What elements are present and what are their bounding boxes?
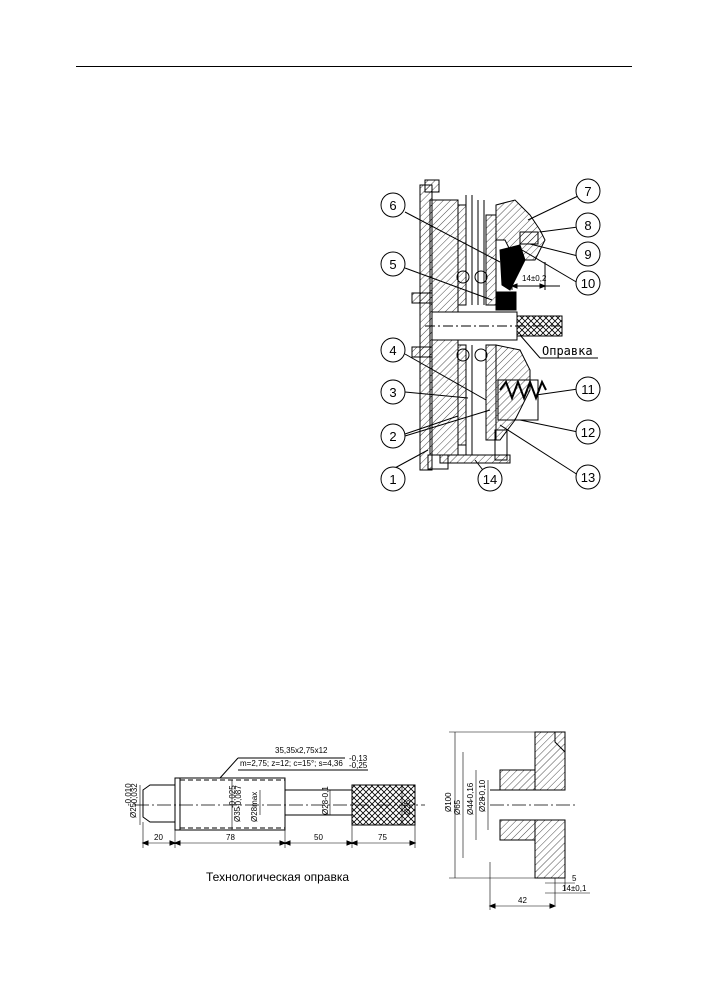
callout-5: 5 — [380, 251, 406, 277]
svg-text:12: 12 — [581, 425, 595, 440]
callout-9: 9 — [575, 241, 601, 267]
callout-1: 1 — [380, 466, 406, 492]
svg-text:-0,010: -0,010 — [124, 783, 133, 806]
callout-7: 7 — [575, 178, 601, 204]
svg-text:10: 10 — [581, 276, 595, 291]
d-65: Ø65 — [453, 799, 462, 815]
spline-tol-upper: -0,13 — [349, 754, 368, 763]
svg-text:-0,1: -0,1 — [321, 786, 330, 800]
d-mid: Ø28 — [321, 799, 330, 815]
len-78: 78 — [226, 833, 235, 842]
header-rule — [76, 66, 632, 67]
callout-8: 8 — [575, 212, 601, 238]
dim-42: 42 — [518, 896, 527, 905]
d-max: Ø28max — [250, 792, 259, 822]
svg-text:6: 6 — [389, 198, 396, 213]
svg-text:-0,032: -0,032 — [130, 783, 139, 806]
dim-14: 14±0,1 — [562, 884, 587, 893]
d-spline: Ø35 — [233, 806, 242, 822]
svg-text:5: 5 — [389, 257, 396, 272]
svg-text:-0,025: -0,025 — [228, 785, 237, 808]
callout-14: 14 — [477, 466, 503, 492]
svg-text:13: 13 — [581, 470, 595, 485]
mandrel-label: Оправка — [542, 344, 593, 358]
d-left: Ø25 — [129, 802, 138, 818]
svg-text:8: 8 — [584, 218, 591, 233]
svg-text:-0,087: -0,087 — [234, 785, 243, 808]
callout-4: 4 — [380, 337, 406, 363]
figure-caption: Технологическая оправка — [206, 870, 350, 884]
callout-13: 13 — [575, 464, 601, 490]
callout-6: 6 — [380, 192, 406, 218]
callout-10: 10 — [575, 270, 601, 296]
len-75: 75 — [378, 833, 387, 842]
spline-spec-line2: m=2,75; z=12; c=15°; s=4,36 — [240, 759, 343, 768]
svg-text:14: 14 — [483, 472, 497, 487]
spline-spec-line1: 35,35x2,75x12 — [275, 746, 328, 755]
callout-2: 2 — [380, 423, 406, 449]
callout-11: 11 — [575, 376, 601, 402]
d-right: Ø25 — [403, 799, 412, 815]
len-20: 20 — [154, 833, 163, 842]
svg-text:9: 9 — [584, 247, 591, 262]
spline-tol-lower: -0,25 — [349, 761, 368, 770]
svg-text:7: 7 — [584, 184, 591, 199]
callout-12: 12 — [575, 419, 601, 445]
svg-text:+0,10: +0,10 — [478, 779, 487, 800]
d-outer: Ø100 — [444, 792, 453, 812]
shaft-dimension-texts: 35,35x2,75x12 m=2,75; z=12; c=15°; s=4,3… — [124, 746, 412, 842]
callout-3: 3 — [380, 379, 406, 405]
callout-circles: 1 2 3 4 5 6 7 8 9 10 11 12 13 14 — [380, 178, 601, 492]
d-44: Ø44 — [466, 799, 475, 815]
dim-5: 5 — [572, 874, 577, 883]
svg-text:3: 3 — [389, 385, 396, 400]
svg-text:4: 4 — [389, 343, 396, 358]
svg-text:-0,16: -0,16 — [466, 782, 475, 801]
shaft-drawing — [135, 757, 425, 848]
svg-text:2: 2 — [389, 429, 396, 444]
sleeve-drawing — [449, 731, 590, 910]
clutch-assembly-drawing: 14±0,2 Оправка — [411, 179, 598, 471]
svg-text:11: 11 — [581, 382, 595, 397]
gap-dimension-label: 14±0,2 — [522, 274, 547, 283]
callout-leaders — [392, 195, 579, 480]
d-28: Ø28 — [478, 796, 487, 812]
len-50: 50 — [314, 833, 323, 842]
sleeve-dimension-texts: Ø100 Ø65 Ø44 -0,16 Ø28 +0,10 5 14±0,1 42 — [444, 779, 587, 905]
svg-text:1: 1 — [389, 472, 396, 487]
